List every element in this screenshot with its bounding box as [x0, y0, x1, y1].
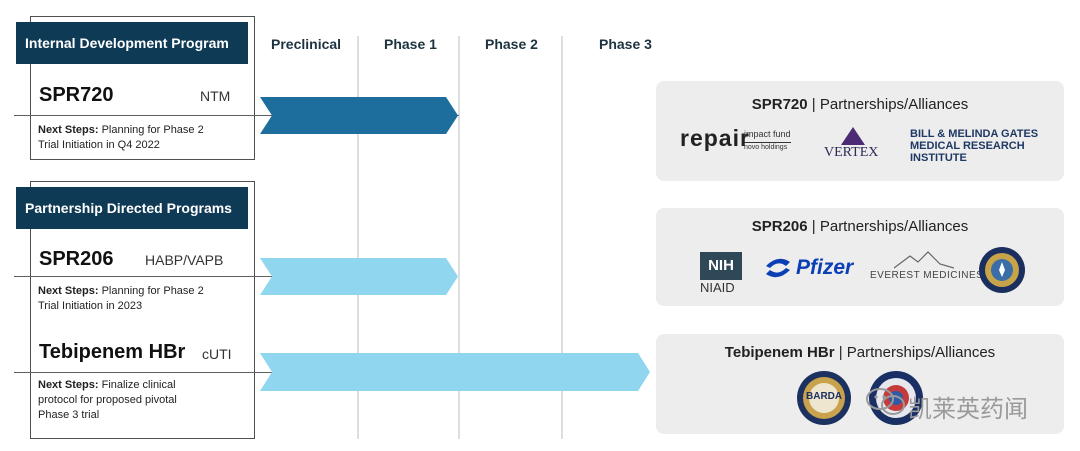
pfizer-swirl-icon [766, 258, 790, 278]
card-label: Partnerships/Alliances [819, 96, 969, 113]
internal-group-header: Internal Development Program [16, 22, 248, 64]
card-title: Tebipenem HBr | Partnerships/Alliances [724, 344, 996, 361]
next-steps-text: Trial Initiation in Q4 2022 [38, 139, 160, 151]
next-steps-text: Planning for Phase 2 [101, 124, 204, 136]
gates-mri-logo: BILL & MELINDA GATES MEDICAL RESEARCH IN… [910, 128, 1038, 164]
next-steps-text: Planning for Phase 2 [101, 285, 204, 297]
wechat-icon [866, 388, 905, 415]
next-steps-label: Next Steps: [38, 379, 99, 391]
progress-arrow-spr720 [260, 97, 458, 134]
next-steps-label: Next Steps: [38, 124, 99, 136]
barda-seal-icon [797, 371, 851, 425]
department-of-defense-seal-icon [979, 247, 1025, 293]
next-steps-label: Next Steps: [38, 285, 99, 297]
progress-arrow-tebipenem [260, 353, 650, 391]
barda-logo: BARDA [806, 391, 843, 402]
next-steps-text: protocol for proposed pivotal [38, 394, 177, 406]
program-row-line [14, 276, 444, 277]
card-title: SPR720 | Partnerships/Alliances [751, 96, 969, 113]
pfizer-logo: Pfizer [796, 256, 854, 279]
gates-line-1: BILL & MELINDA GATES [910, 128, 1039, 140]
phase-header-phase-2: Phase 2 [485, 36, 538, 52]
program-name-spr720: SPR720 [39, 84, 114, 106]
next-steps-text: Phase 3 trial [38, 409, 100, 421]
watermark-text: 凯莱英药闻 [908, 396, 1028, 423]
progress-arrow-spr206 [260, 258, 458, 295]
next-steps-tebipenem: Next Steps: Finalize clinical protocol f… [38, 378, 177, 423]
impact-fund-text: impact fund [744, 129, 791, 139]
vertex-triangle-icon [841, 127, 865, 145]
phase-header-preclinical: Preclinical [271, 36, 342, 52]
program-indication-spr720: NTM [200, 88, 231, 104]
everest-mountain-icon [894, 251, 954, 269]
next-steps-spr206: Next Steps: Planning for Phase 2 Trial I… [38, 284, 204, 314]
repair-logo: repair [680, 125, 750, 151]
program-indication-spr206: HABP/VAPB [145, 252, 224, 268]
partnership-card-tebipenem: Tebipenem HBr | Partnerships/Alliances B… [656, 334, 1064, 434]
card-program-name: SPR206 [751, 218, 808, 235]
card-label: Partnerships/Alliances [819, 218, 969, 235]
gates-line-3: INSTITUTE [910, 152, 967, 164]
program-name-spr206: SPR206 [39, 248, 114, 270]
gates-line-2: MEDICAL RESEARCH [910, 140, 1025, 152]
next-steps-text: Finalize clinical [101, 379, 176, 391]
program-row-line [14, 115, 459, 116]
card-title: SPR206 | Partnerships/Alliances [751, 218, 969, 235]
phase-divider [561, 36, 563, 439]
impact-fund-logo: impact fund novo holdings [744, 129, 791, 151]
card-program-name: SPR720 [751, 96, 808, 113]
card-label: Partnerships/Alliances [846, 344, 996, 361]
partnership-card-spr720: SPR720 | Partnerships/Alliances repair i… [656, 81, 1064, 181]
next-steps-text: Trial Initiation in 2023 [38, 300, 143, 312]
program-name-tebipenem: Tebipenem HBr [39, 341, 186, 363]
vertex-logo: VERTEX [824, 145, 879, 160]
internal-program-box [30, 16, 255, 160]
partnership-group-header: Partnership Directed Programs [16, 187, 248, 229]
niaid-logo: NIAID [700, 280, 735, 295]
program-indication-tebipenem: cUTI [202, 346, 232, 362]
phase-divider [458, 36, 460, 439]
partnership-program-box [30, 181, 255, 439]
card-program-name: Tebipenem HBr [724, 344, 835, 361]
partnership-card-spr206: SPR206 | Partnerships/Alliances NIH NIAI… [656, 208, 1064, 306]
novo-holdings-text: novo holdings [744, 142, 791, 151]
next-steps-spr720: Next Steps: Planning for Phase 2 Trial I… [38, 123, 204, 153]
nih-logo: NIH [700, 252, 742, 280]
phase-header-phase-3: Phase 3 [599, 36, 652, 52]
phase-divider [357, 36, 359, 439]
everest-logo: EVEREST MEDICINES [870, 270, 984, 281]
phase-header-phase-1: Phase 1 [384, 36, 437, 52]
